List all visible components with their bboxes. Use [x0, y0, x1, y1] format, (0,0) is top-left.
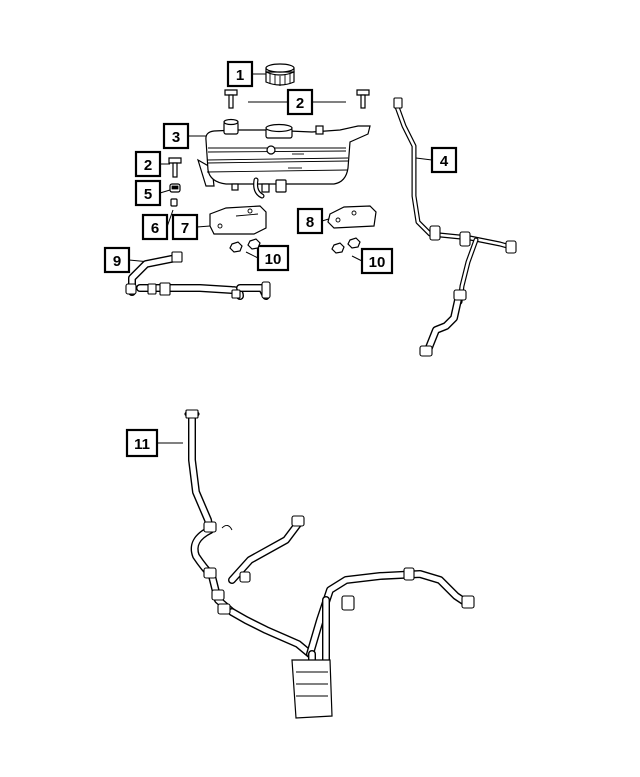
callouts: 1 2 2 3 4 5 6 7	[103, 60, 458, 458]
bracket-8-part	[327, 205, 377, 229]
callout-6[interactable]: 6	[141, 213, 169, 241]
svg-text:1: 1	[236, 67, 244, 84]
hose-4-part	[393, 97, 517, 357]
callout-11-hose-assembly[interactable]: 11	[125, 428, 159, 458]
callout-10-nut-left[interactable]: 10	[256, 244, 290, 272]
bolt-top-right	[356, 89, 370, 109]
svg-text:11: 11	[134, 436, 150, 453]
bracket-7-part	[209, 205, 267, 235]
callout-1[interactable]: 1	[226, 60, 254, 88]
svg-text:5: 5	[144, 186, 152, 203]
svg-text:2: 2	[144, 157, 152, 174]
svg-text:7: 7	[181, 220, 189, 237]
svg-text:10: 10	[265, 251, 282, 268]
clip-5-part	[169, 183, 181, 193]
callout-2-bolt-left[interactable]: 2	[134, 150, 162, 178]
svg-text:10: 10	[369, 254, 386, 271]
svg-text:4: 4	[440, 153, 449, 170]
callout-2-bolts-top[interactable]: 2	[286, 88, 314, 116]
bolt-left	[168, 157, 182, 178]
hose-9-part	[125, 251, 271, 300]
callout-3-reservoir[interactable]: 3	[162, 122, 190, 150]
nut-10-right-parts	[331, 237, 361, 254]
hose-11-part	[184, 409, 475, 719]
callout-7-bracket[interactable]: 7	[171, 213, 199, 241]
pressure-cap-part	[265, 63, 295, 86]
callout-8-bracket[interactable]: 8	[296, 207, 324, 235]
fitting-6-part	[170, 198, 178, 207]
svg-text:3: 3	[172, 129, 180, 146]
callout-10-nut-right[interactable]: 10	[360, 247, 394, 275]
callout-9-hose[interactable]: 9	[103, 246, 131, 274]
svg-text:9: 9	[113, 253, 121, 270]
bolt-top-left	[224, 89, 238, 109]
svg-text:8: 8	[306, 214, 314, 231]
svg-text:2: 2	[296, 95, 304, 112]
callout-4-hose[interactable]: 4	[430, 146, 458, 174]
coolant-reservoir-part	[196, 118, 371, 199]
nut-10-left-parts	[229, 238, 261, 253]
svg-text:6: 6	[151, 220, 159, 237]
callout-5[interactable]: 5	[134, 179, 162, 207]
